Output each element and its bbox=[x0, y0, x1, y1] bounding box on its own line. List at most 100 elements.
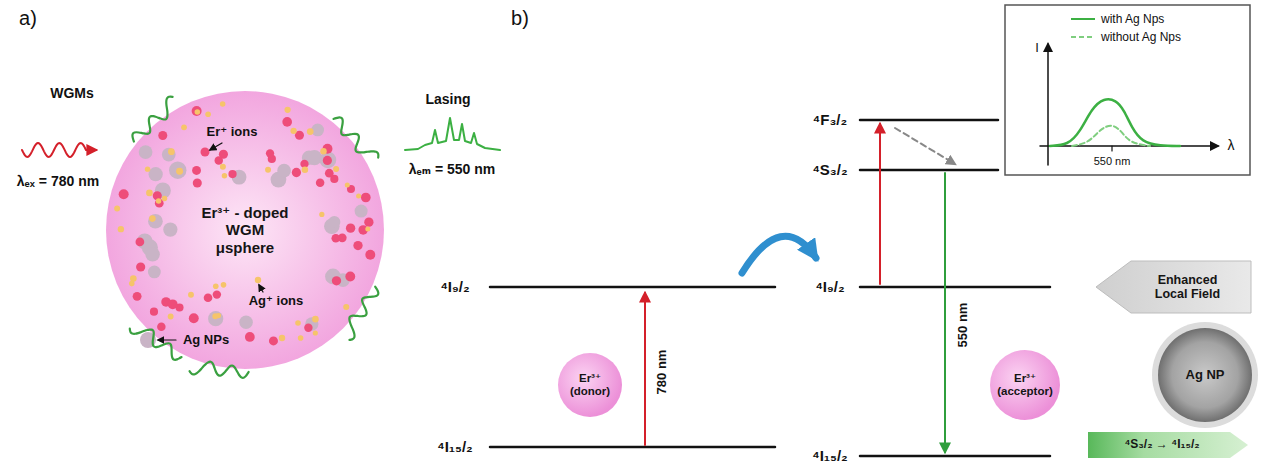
erbium-ion bbox=[365, 250, 375, 260]
silver-ion bbox=[176, 168, 183, 175]
erbium-ion bbox=[155, 199, 164, 208]
erbium-ion bbox=[119, 189, 129, 199]
legend-entry: with Ag Nps bbox=[1070, 12, 1164, 26]
node-text: Er³⁺ - doped WGM μsphere bbox=[195, 204, 295, 256]
silver-ion bbox=[162, 196, 167, 201]
silver-ion bbox=[114, 206, 120, 212]
silver-ion bbox=[195, 109, 201, 115]
erbium-ion bbox=[189, 313, 199, 323]
silver-ion bbox=[290, 128, 296, 134]
silver-nanoparticle bbox=[145, 247, 160, 262]
silver-ion bbox=[220, 164, 226, 170]
silver-ion bbox=[313, 330, 318, 335]
erbium-ion bbox=[361, 193, 371, 203]
erbium-ion bbox=[292, 168, 301, 177]
energy-transfer-arrow bbox=[742, 236, 816, 273]
axis bbox=[1047, 44, 1049, 165]
ion-circle: Er³⁺(acceptor) bbox=[989, 349, 1061, 421]
arrow-outline bbox=[1096, 261, 1251, 313]
erbium-ion bbox=[192, 106, 202, 116]
erbium-ion bbox=[136, 238, 145, 247]
silver-ion bbox=[333, 166, 339, 172]
sphere-outline bbox=[106, 91, 384, 369]
node-text: Ag NP bbox=[1186, 368, 1225, 383]
legend-sample bbox=[1070, 14, 1096, 24]
silver-ion bbox=[118, 226, 124, 232]
ion-circle: Er³⁺(donor) bbox=[557, 352, 623, 418]
node-text: Er³⁺ bbox=[579, 372, 601, 385]
panel-label: b) bbox=[511, 7, 529, 29]
whispering-gallery-mode bbox=[130, 329, 182, 360]
erbium-ion bbox=[266, 149, 274, 157]
silver-ion bbox=[221, 282, 227, 288]
silver-ion bbox=[205, 111, 211, 117]
callout-label: Er⁺ ions bbox=[207, 125, 258, 139]
silver-nanoparticle bbox=[328, 216, 340, 228]
wavelength-label: 780 nm bbox=[655, 350, 669, 395]
erbium-ion bbox=[168, 299, 178, 309]
circle-outline bbox=[990, 350, 1060, 420]
legend-line bbox=[1071, 18, 1095, 20]
silver-ion bbox=[149, 215, 156, 222]
silver-ion bbox=[156, 198, 161, 203]
silver-nanoparticle bbox=[169, 161, 186, 178]
silver-ion bbox=[222, 173, 227, 178]
erbium-ion bbox=[193, 178, 202, 187]
callout-label: Lasing bbox=[425, 92, 470, 107]
level-label: ⁴I₉/₂ bbox=[440, 279, 469, 296]
absorption-arrow bbox=[879, 124, 881, 284]
wavelength-label: λₑₓ = 780 nm bbox=[17, 174, 99, 189]
callout-label: Ag NPs bbox=[183, 333, 229, 347]
block-arrow: Enhanced Local Field bbox=[1096, 261, 1251, 313]
silver-ion bbox=[168, 148, 175, 155]
whispering-gallery-mode bbox=[132, 97, 172, 142]
silver-ion bbox=[168, 313, 174, 319]
silver-ion bbox=[356, 193, 361, 198]
silver-ion bbox=[343, 304, 349, 310]
silver-ion bbox=[319, 212, 324, 217]
erbium-ion bbox=[204, 293, 213, 302]
energy-level bbox=[860, 119, 998, 122]
silver-ion bbox=[212, 313, 218, 319]
silver-nanoparticle bbox=[239, 315, 253, 329]
axis-label: 550 nm bbox=[1094, 155, 1131, 167]
silver-ion bbox=[255, 277, 261, 283]
whispering-gallery-mode bbox=[333, 117, 378, 157]
erbium-ion bbox=[364, 217, 373, 226]
callout-label: WGMs bbox=[50, 86, 94, 101]
level-label: ⁴S₃/₂ bbox=[812, 162, 847, 179]
erbium-ion bbox=[136, 262, 145, 271]
particle-halo bbox=[1152, 322, 1258, 428]
node-text: (acceptor) bbox=[997, 385, 1053, 398]
level-label: ⁴I₁₅/₂ bbox=[812, 448, 848, 463]
silver-nanoparticle bbox=[149, 167, 163, 181]
erbium-ion bbox=[201, 148, 210, 157]
block-arrow: ⁴S₃/₂ → ⁴I₁₅/₂ bbox=[1088, 432, 1248, 458]
particle-core bbox=[1158, 328, 1252, 422]
silver-ion bbox=[302, 166, 309, 173]
whispering-gallery-mode bbox=[349, 287, 378, 340]
silver-nanoparticle bbox=[162, 148, 176, 162]
erbium-ion bbox=[157, 323, 166, 332]
silver-nanoparticle bbox=[311, 124, 324, 137]
silver-ion bbox=[146, 190, 153, 197]
legend-text: without Ag Nps bbox=[1101, 30, 1181, 44]
lasing-spectrum bbox=[405, 118, 500, 150]
erbium-ion bbox=[158, 131, 167, 140]
spectrum-curve bbox=[1050, 99, 1180, 146]
erbium-ion bbox=[192, 166, 201, 175]
silver-ion bbox=[279, 335, 285, 341]
legend-text: with Ag Nps bbox=[1101, 12, 1164, 26]
emission-arrow bbox=[944, 173, 946, 452]
erbium-ion bbox=[282, 117, 292, 127]
erbium-ion bbox=[228, 170, 236, 178]
erbium-ion bbox=[325, 169, 334, 178]
erbium-ion bbox=[346, 223, 355, 232]
silver-nanoparticle bbox=[208, 311, 223, 326]
silver-nanoparticle bbox=[148, 266, 161, 279]
silver-nanoparticle bbox=[355, 205, 368, 218]
axis-tick bbox=[1111, 146, 1112, 151]
silver-ion bbox=[365, 227, 370, 232]
silver-ion bbox=[284, 107, 290, 113]
nanoparticle-circle: Ag NP bbox=[1151, 321, 1259, 429]
